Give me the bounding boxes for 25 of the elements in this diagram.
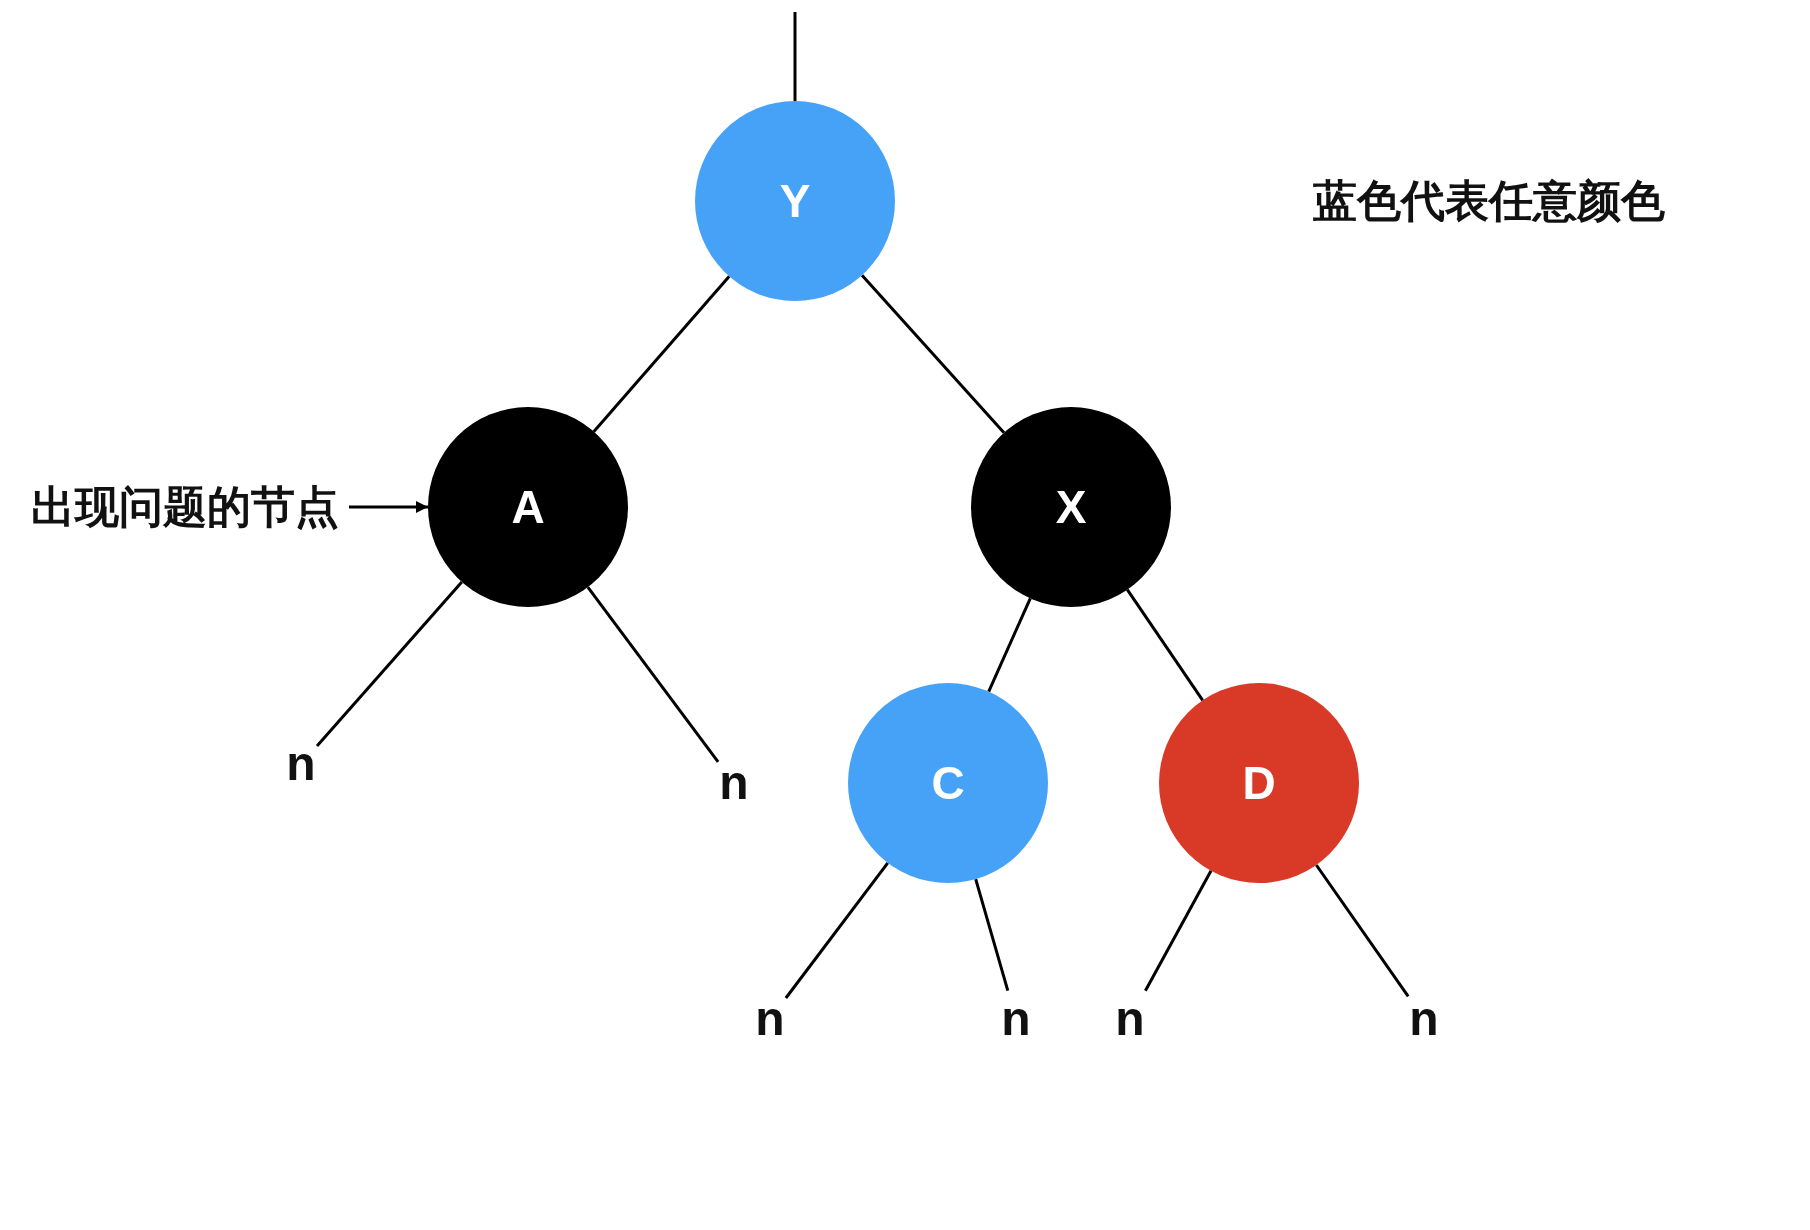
node-letter: A <box>511 484 545 530</box>
connector-line <box>315 580 463 747</box>
connector-line <box>1144 869 1213 992</box>
connector-line <box>987 597 1032 693</box>
leaf-label: n <box>1115 992 1145 1046</box>
connector-line <box>860 274 1006 434</box>
connector-line <box>974 878 1010 992</box>
pointer-arrow <box>349 501 428 513</box>
note-text: 蓝色代表任意颜色 <box>1313 176 1665 226</box>
leaf-label: n <box>755 992 785 1046</box>
connector-line <box>793 12 797 101</box>
connector-line <box>592 275 731 433</box>
leaf-label: n <box>286 737 316 791</box>
connector-line <box>1126 588 1204 702</box>
annotation-text: 出现问题的节点 <box>31 482 339 532</box>
leaf-label: n <box>1001 992 1031 1046</box>
connector-line <box>586 586 720 763</box>
leaf-label: n <box>719 756 749 810</box>
node-letter: D <box>1242 760 1276 806</box>
node-letter: C <box>931 760 965 806</box>
connector-line <box>784 861 889 999</box>
leaf-label: n <box>1409 992 1439 1046</box>
node-letter: X <box>1055 484 1087 530</box>
connector-line <box>1315 864 1410 998</box>
node-letter: Y <box>779 178 811 224</box>
